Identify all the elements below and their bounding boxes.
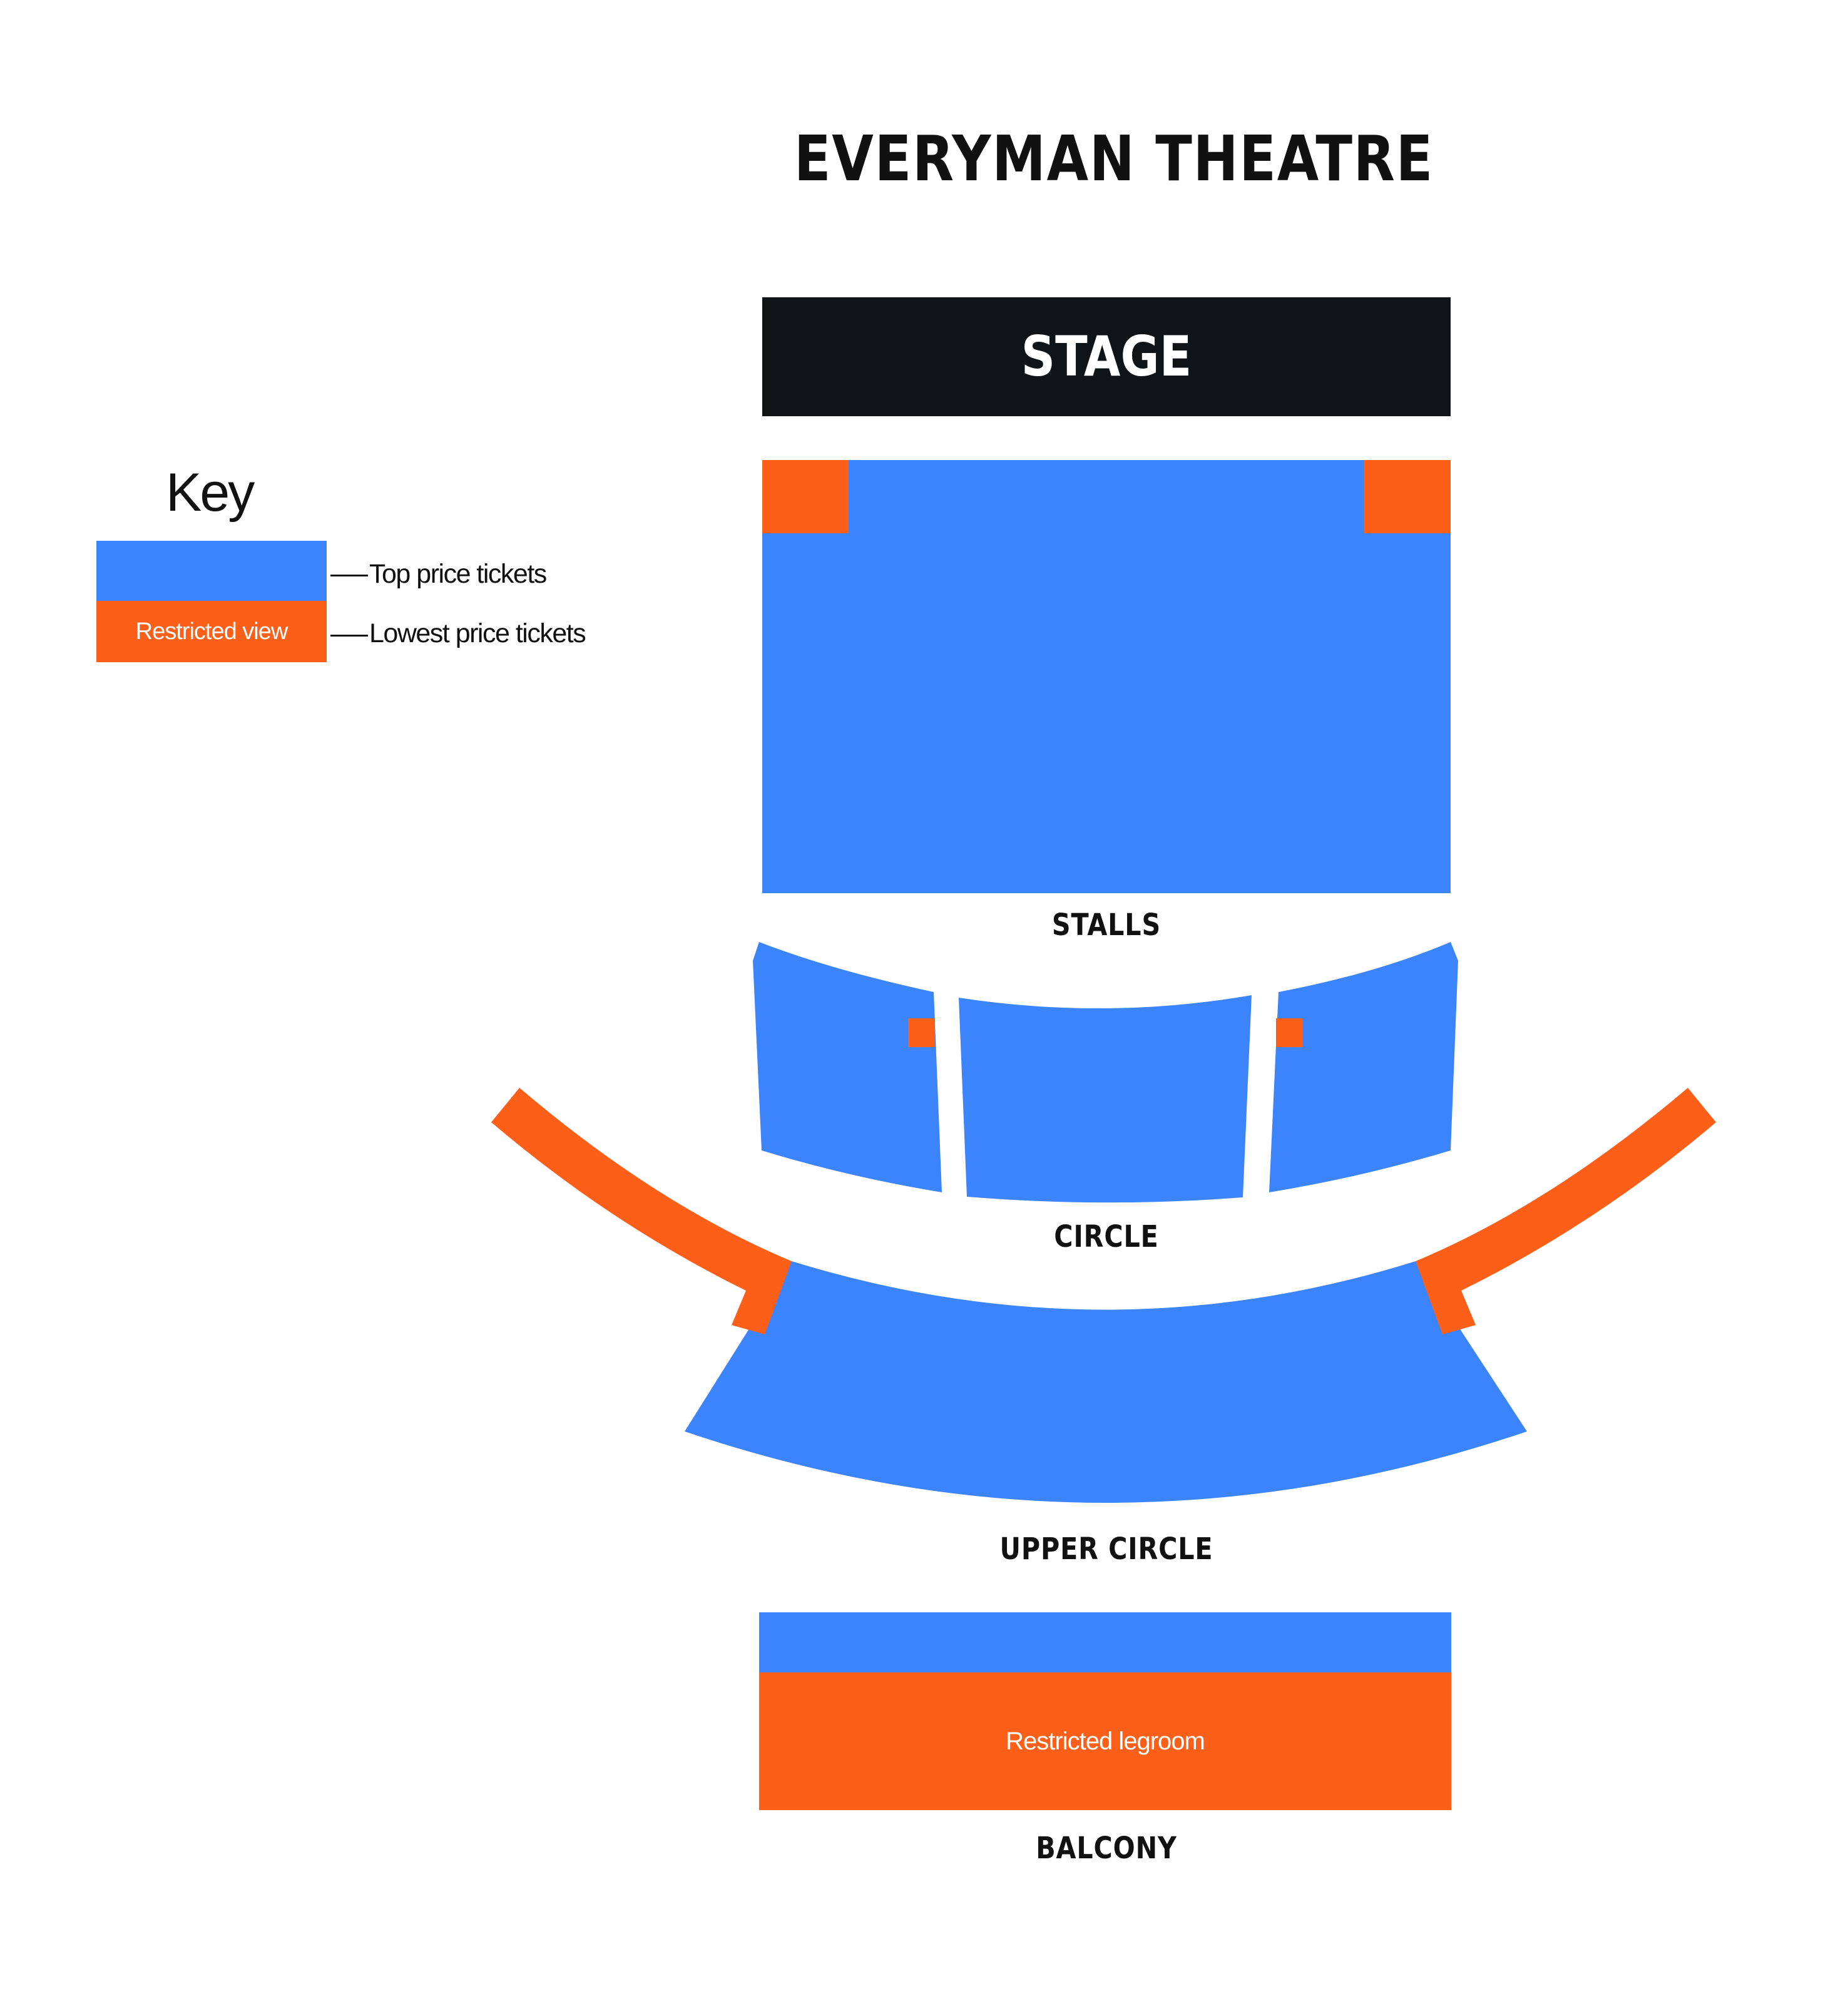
key-connector-line xyxy=(330,635,368,637)
stage-block xyxy=(762,297,1451,416)
upper-circle-restricted-right-wing[interactable] xyxy=(1416,1088,1716,1334)
circle-block-right[interactable] xyxy=(1269,942,1458,1192)
circle-block-left[interactable] xyxy=(753,942,942,1192)
circle-block-centre[interactable] xyxy=(959,995,1252,1203)
balcony-label: BALCONY xyxy=(1036,1831,1177,1866)
stalls-label: STALLS xyxy=(1051,908,1161,943)
circle-restricted-right[interactable] xyxy=(1276,1018,1303,1047)
balcony-top-price-row[interactable] xyxy=(759,1612,1451,1672)
balcony-restricted-legroom[interactable] xyxy=(759,1672,1451,1810)
balcony-section[interactable] xyxy=(759,1612,1451,1810)
stalls-restricted-left[interactable] xyxy=(762,460,849,533)
key-label-lowest-price: Lowest price tickets xyxy=(369,618,586,648)
circle-section[interactable] xyxy=(753,942,1458,1203)
balcony-restricted-legroom-label: Restricted legroom xyxy=(1006,1727,1205,1755)
key-connector-line xyxy=(330,575,368,576)
key-swatch-restricted-view: Restricted view xyxy=(96,601,327,662)
stalls-restricted-right[interactable] xyxy=(1364,460,1451,533)
page-title: EVERYMAN THEATRE xyxy=(794,122,1434,195)
key-label-top-price: Top price tickets xyxy=(369,559,547,589)
upper-circle-restricted-left-wing[interactable] xyxy=(491,1088,792,1334)
upper-circle-seating-block[interactable] xyxy=(685,1261,1527,1503)
stalls-seating-block[interactable] xyxy=(762,460,1451,893)
upper-circle-label: UPPER CIRCLE xyxy=(999,1532,1213,1567)
circle-label: CIRCLE xyxy=(1054,1219,1159,1254)
circle-restricted-left[interactable] xyxy=(908,1018,935,1047)
upper-circle-section[interactable] xyxy=(491,1088,1716,1503)
key-swatch-top-price xyxy=(96,541,327,601)
stage-label: STAGE xyxy=(1021,324,1192,389)
stalls-section[interactable] xyxy=(762,460,1451,893)
key-title: Key xyxy=(166,463,255,523)
